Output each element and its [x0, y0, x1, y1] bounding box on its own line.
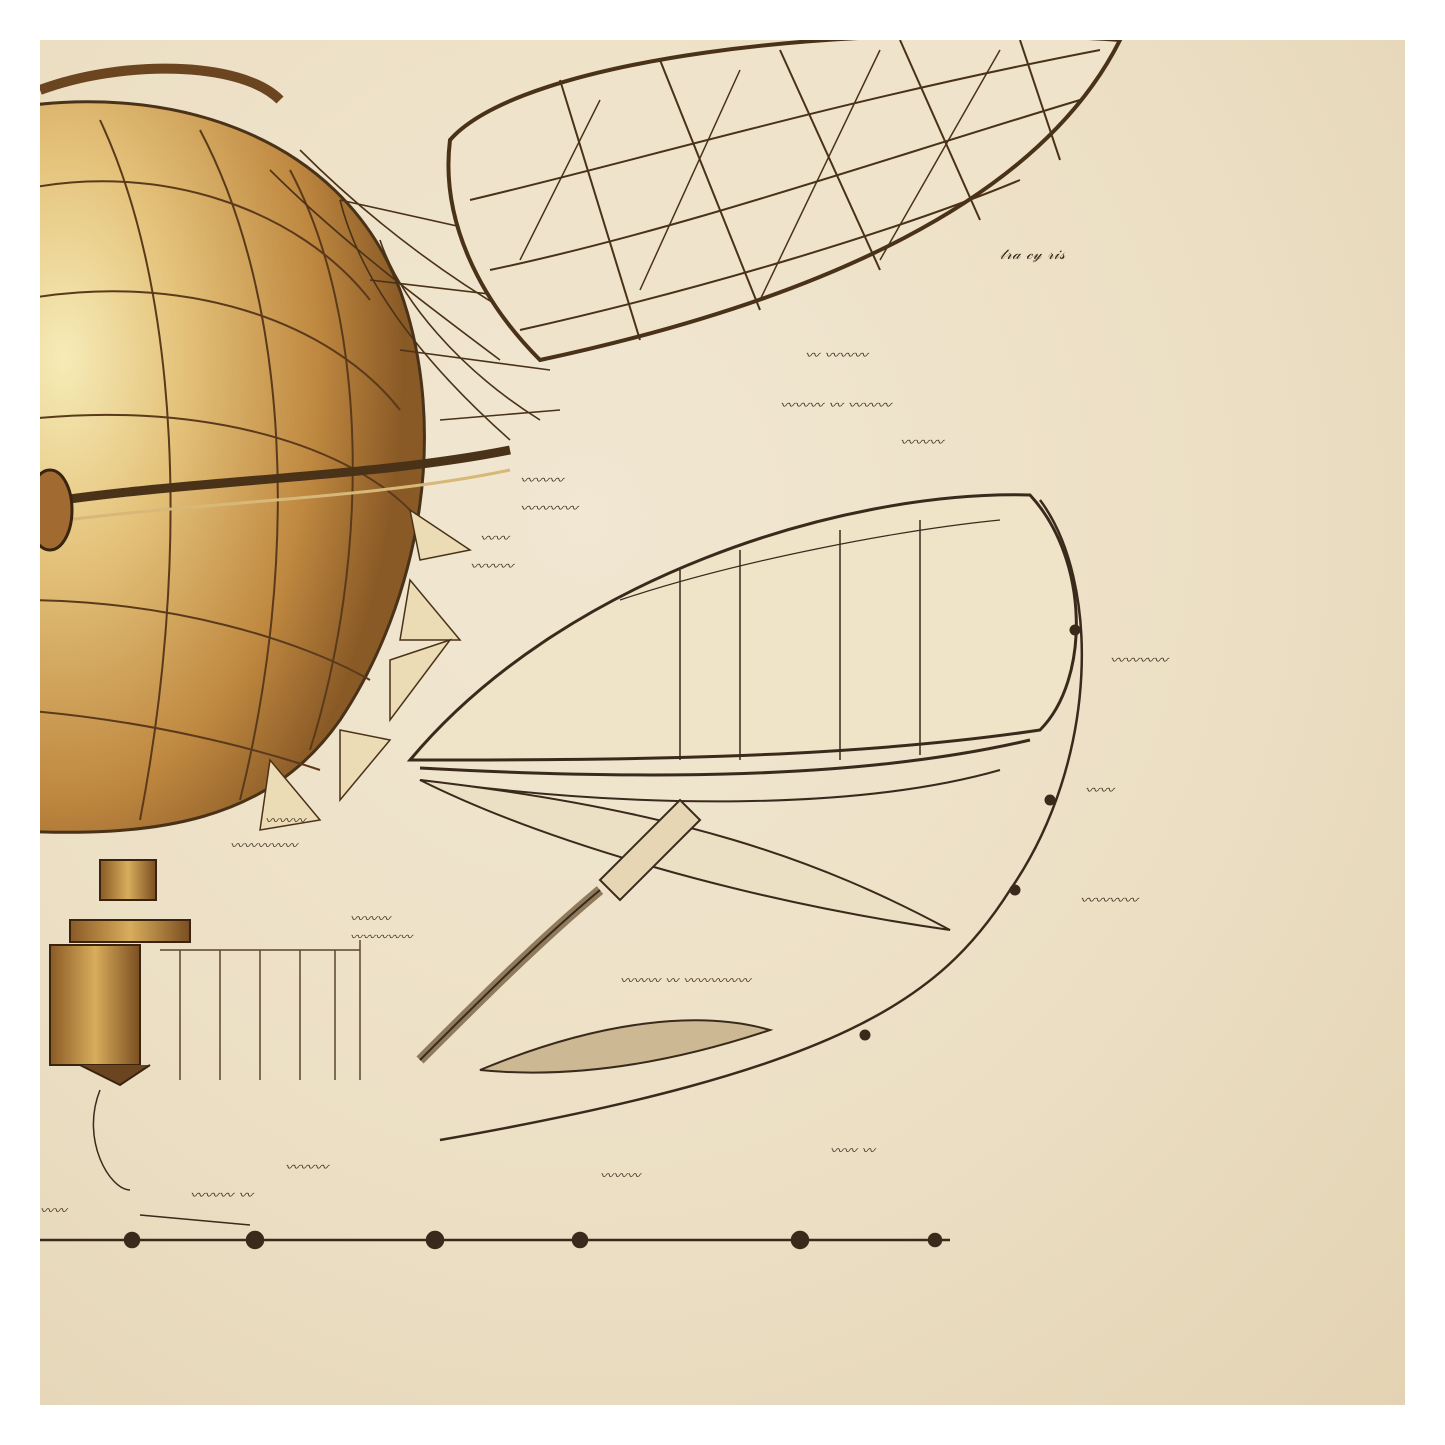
brass-lamp — [49, 859, 191, 1191]
annotation-scribble: 𝓉𝓇𝒶 𝒸𝓎 𝓇𝒾𝓈 — [1000, 245, 1066, 263]
annotation-scribble: 〰〰 〰 — [830, 1144, 876, 1159]
annotation-scribble: 〰〰〰 — [470, 559, 514, 575]
annotation-scribble: 〰〰〰 〰 〰〰〰 — [780, 398, 892, 414]
globe-fins — [259, 508, 472, 831]
annotation-scribble: 〰〰 — [40, 1204, 68, 1219]
annotation-scribble: 〰〰〰 〰 〰〰〰〰〰 — [620, 974, 751, 989]
annotation-scribble: 〰〰〰 — [285, 1160, 329, 1176]
annotation-scribble: 〰 〰〰〰 — [805, 348, 868, 364]
annotation-scribble: 〰〰〰〰 — [520, 501, 578, 517]
annotation-scribble: 〰〰〰 — [265, 814, 306, 829]
measurement-grid — [160, 940, 361, 1080]
annotation-scribble: 〰〰〰〰 — [1080, 893, 1138, 909]
annotation-scribble: 〰〰〰〰〰 — [350, 930, 413, 944]
lower-wing — [416, 779, 951, 1074]
annotation-scribble: 〰〰 — [1085, 783, 1114, 799]
scale-baseline — [40, 1214, 950, 1250]
gondola-hull — [406, 493, 1083, 1142]
balloon-globe — [40, 63, 511, 834]
annotation-scribble: 〰〰〰 〰 — [190, 1188, 253, 1204]
annotation-scribble: 〰〰 — [480, 531, 509, 547]
annotation-scribble: 〰〰〰〰 — [1110, 653, 1168, 669]
annotation-scribble: 〰〰〰 — [520, 473, 564, 489]
upper-wing — [446, 40, 1123, 363]
annotation-scribble: 〰〰〰 — [900, 435, 944, 451]
rigging-net — [269, 149, 561, 441]
annotation-scribble: 〰〰〰〰〰 — [230, 839, 298, 854]
airship-sketch — [40, 40, 1123, 1250]
annotation-scribble: 〰〰〰 — [350, 912, 391, 927]
parchment-sheet: 𝓉𝓇𝒶 𝒸𝓎 𝓇𝒾𝓈 〰 〰〰〰 〰〰〰 〰 〰〰〰 〰〰〰 〰〰〰 〰〰〰〰 … — [40, 40, 1405, 1405]
annotation-scribble: 〰〰〰 — [600, 1169, 641, 1184]
